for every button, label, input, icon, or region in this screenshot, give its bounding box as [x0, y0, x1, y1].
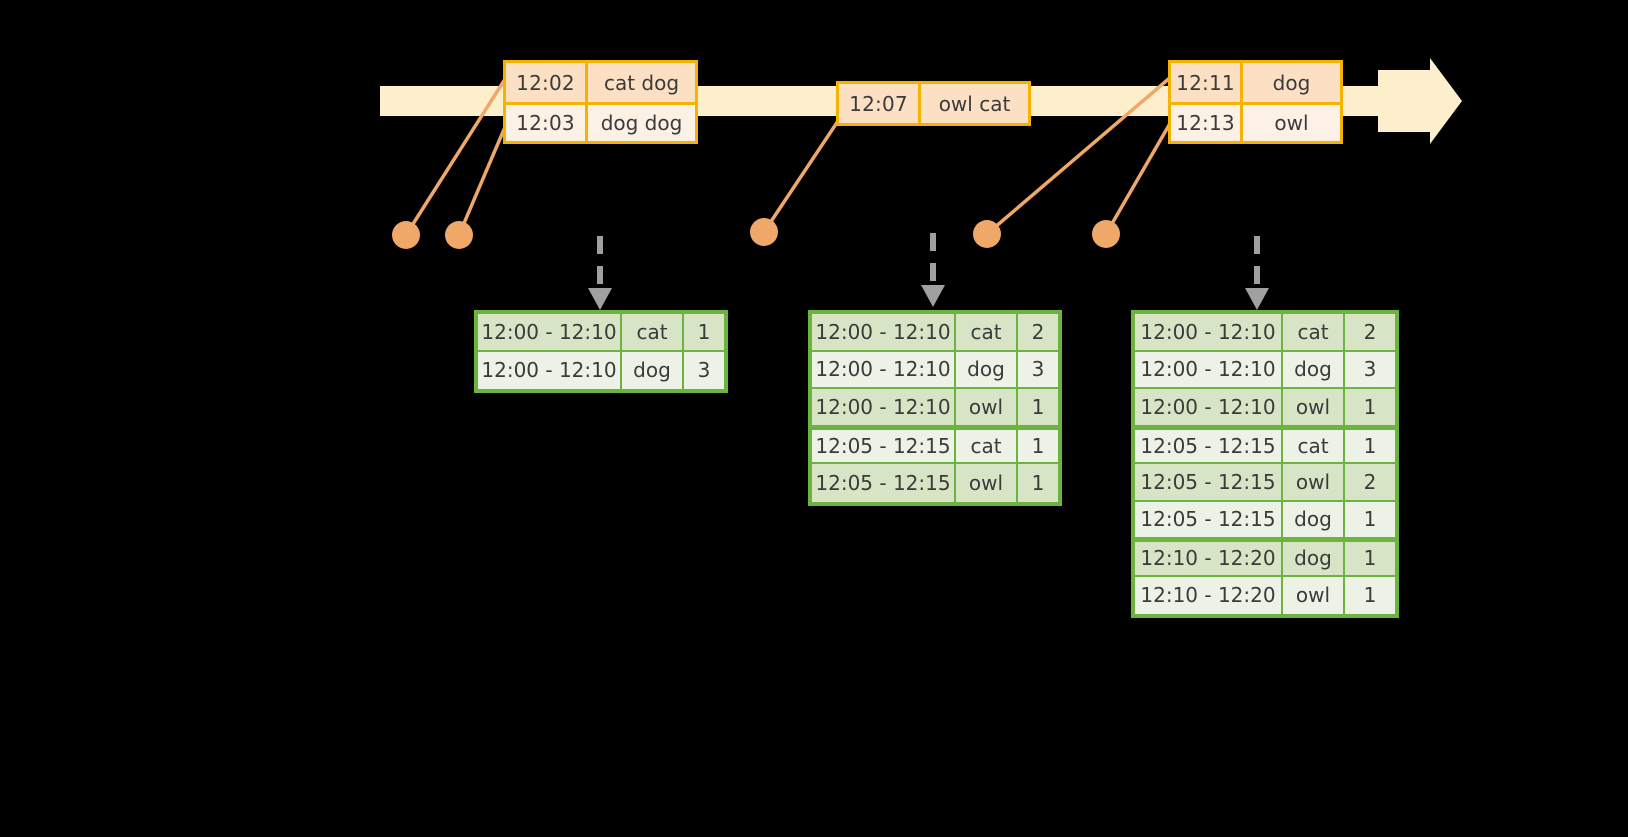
- cell-key: dog: [1283, 501, 1345, 539]
- cell-window: 12:10 - 12:20: [1135, 542, 1283, 577]
- cell-key: cat: [622, 314, 684, 352]
- event-time: 12:02: [506, 63, 588, 102]
- event-value: cat dog: [603, 70, 680, 95]
- connector-line-2: [457, 118, 510, 237]
- cell-count: 1: [1018, 389, 1058, 427]
- record-dot-1: [392, 221, 420, 249]
- emit-arrowhead-2: [921, 285, 945, 307]
- cell-window: 12:00 - 12:10: [812, 389, 956, 427]
- connector-line-1: [404, 74, 509, 237]
- event-row[interactable]: 12:11 dog: [1171, 63, 1340, 102]
- cell-key: owl: [956, 464, 1018, 502]
- emit-arrows: [597, 233, 1260, 288]
- cell-key: dog: [956, 351, 1018, 389]
- record-dot-2: [445, 221, 473, 249]
- cell-count: 2: [1345, 314, 1395, 352]
- cell-count: 2: [1345, 464, 1395, 502]
- cell-key: dog: [1283, 542, 1345, 577]
- record-dot-4: [973, 220, 1001, 248]
- event-row[interactable]: 12:07 owl cat: [839, 84, 1028, 123]
- cell-window: 12:00 - 12:10: [1135, 314, 1283, 352]
- cell-window: 12:05 - 12:15: [1135, 464, 1283, 502]
- cell-key: dog: [622, 351, 684, 389]
- emit-arrowhead-1: [588, 288, 612, 310]
- event-value: dog: [1272, 70, 1311, 95]
- event-time: 12:13: [1171, 105, 1243, 141]
- event-value: owl: [1274, 111, 1309, 135]
- cell-window: 12:00 - 12:10: [478, 314, 622, 352]
- cell-count: 1: [684, 314, 724, 352]
- cell-window: 12:00 - 12:10: [1135, 389, 1283, 427]
- record-dot-5: [1092, 220, 1120, 248]
- cell-key: cat: [956, 314, 1018, 352]
- cell-window: 12:10 - 12:20: [1135, 576, 1283, 614]
- event-row[interactable]: 12:03 dog dog: [506, 102, 695, 141]
- cell-window: 12:05 - 12:15: [1135, 429, 1283, 464]
- event-time: 12:07: [839, 84, 921, 123]
- cell-key: owl: [1283, 389, 1345, 427]
- cell-count: 1: [1345, 542, 1395, 577]
- cell-window: 12:05 - 12:15: [1135, 501, 1283, 539]
- cell-key: cat: [956, 429, 1018, 464]
- event-value: dog dog: [600, 111, 683, 135]
- cell-count: 1: [1345, 429, 1395, 464]
- cell-count: 3: [1345, 351, 1395, 389]
- event-value: owl cat: [938, 91, 1011, 116]
- cell-key: owl: [956, 389, 1018, 427]
- cell-count: 1: [1345, 389, 1395, 427]
- cell-count: 3: [1018, 351, 1058, 389]
- event-group-2[interactable]: 12:07 owl cat: [836, 81, 1031, 126]
- cell-key: cat: [1283, 429, 1345, 464]
- cell-key: owl: [1283, 464, 1345, 502]
- cell-window: 12:00 - 12:10: [812, 314, 956, 352]
- record-dot-3: [750, 218, 778, 246]
- event-row[interactable]: 12:13 owl: [1171, 102, 1340, 141]
- connector-line-5: [1104, 118, 1174, 236]
- cell-window: 12:00 - 12:10: [478, 351, 622, 389]
- emit-arrowheads: [588, 285, 1269, 310]
- cell-count: 1: [1345, 501, 1395, 539]
- cell-count: 3: [684, 351, 724, 389]
- connector-line-3: [762, 116, 842, 234]
- cell-count: 1: [1018, 464, 1058, 502]
- connector-dots: [392, 218, 1120, 249]
- cell-key: cat: [1283, 314, 1345, 352]
- cell-window: 12:05 - 12:15: [812, 429, 956, 464]
- event-group-3[interactable]: 12:11 dog 12:13 owl: [1168, 60, 1343, 144]
- cell-key: dog: [1283, 351, 1345, 389]
- cell-window: 12:00 - 12:10: [1135, 351, 1283, 389]
- cell-key: owl: [1283, 576, 1345, 614]
- cell-window: 12:00 - 12:10: [812, 351, 956, 389]
- cell-count: 2: [1018, 314, 1058, 352]
- cell-count: 1: [1018, 429, 1058, 464]
- cell-window: 12:05 - 12:15: [812, 464, 956, 502]
- event-time: 12:03: [506, 105, 588, 141]
- event-group-1[interactable]: 12:02 cat dog 12:03 dog dog: [503, 60, 698, 144]
- event-time: 12:11: [1171, 63, 1243, 102]
- event-row[interactable]: 12:02 cat dog: [506, 63, 695, 102]
- emit-arrowhead-3: [1245, 288, 1269, 310]
- cell-count: 1: [1345, 576, 1395, 614]
